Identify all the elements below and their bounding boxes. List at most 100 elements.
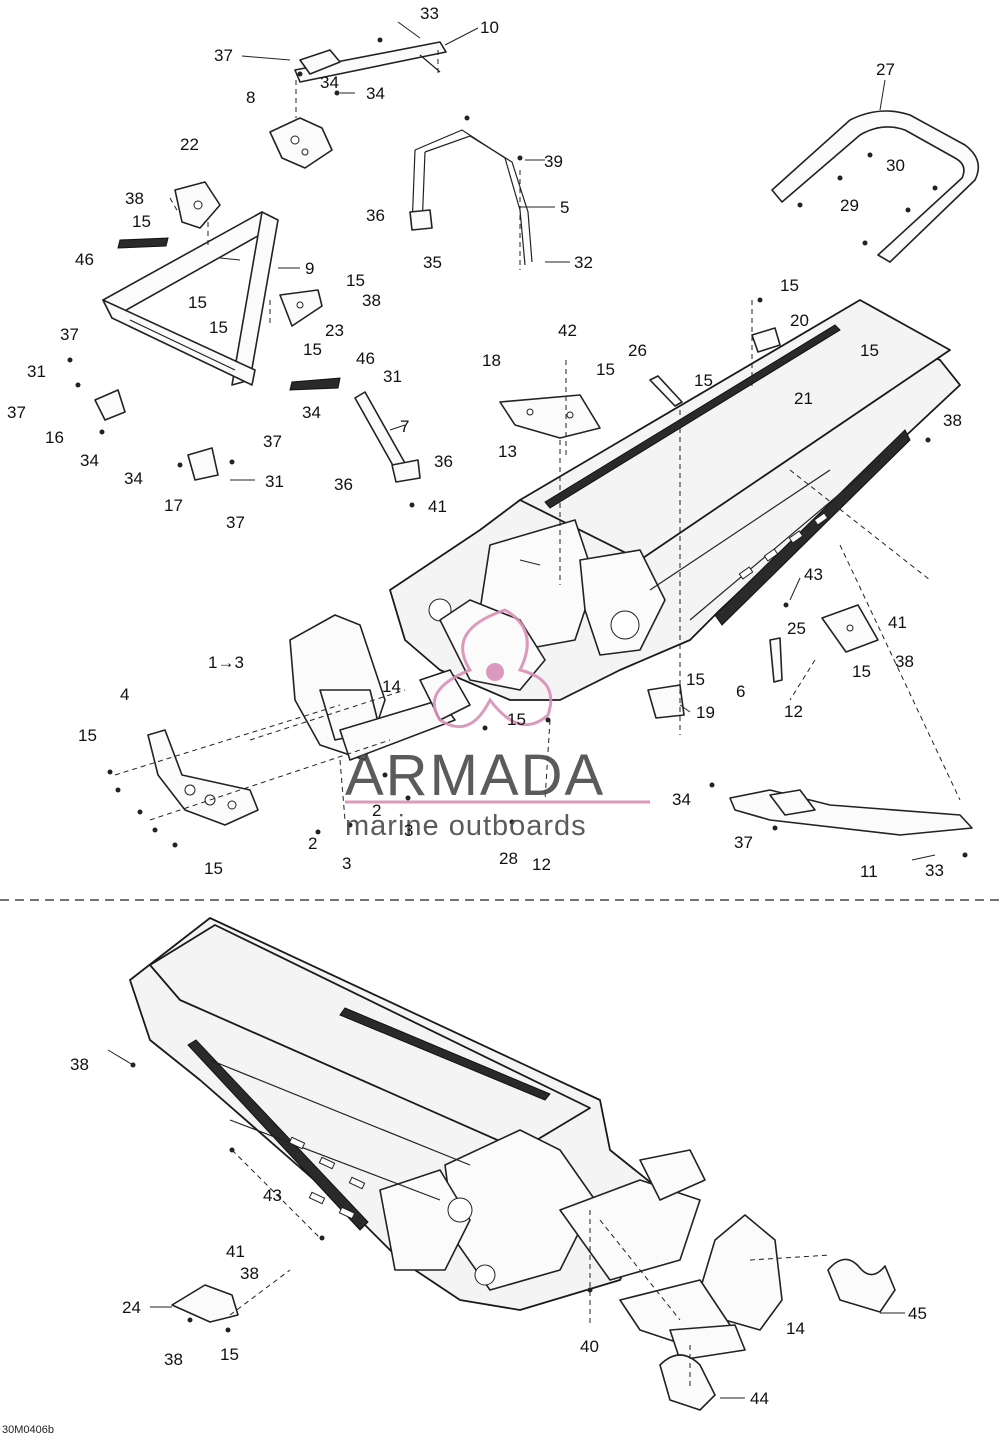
callout-label: 38 (895, 652, 914, 671)
armada-watermark: ARMADA marine outboards (345, 608, 650, 842)
callout-label: 5 (560, 198, 569, 217)
bracket-part-16 (67, 357, 126, 435)
callout-label: 26 (628, 341, 647, 360)
tunnel-chassis-bottom (129, 917, 706, 1311)
propeller-logo-icon (432, 608, 553, 729)
callout-label: 37 (7, 403, 26, 422)
bracket-part-20 (751, 327, 781, 353)
callout-label: 4 (120, 685, 129, 704)
callout-label: 15 (507, 710, 526, 729)
callout-label: 8 (246, 88, 255, 107)
assembly-leaders-bottom (107, 1049, 905, 1399)
callout-label: 21 (794, 389, 813, 408)
callout-label: 6 (736, 682, 745, 701)
callout-label: 15 (303, 340, 322, 359)
callout-label: 12 (784, 702, 803, 721)
callout-label: 36 (334, 475, 353, 494)
callout-label: 15 (694, 371, 713, 390)
callout-label: 34 (80, 451, 99, 470)
callout-label: 2 (308, 834, 317, 853)
callout-label: 37 (60, 325, 79, 344)
callout-label: 22 (180, 135, 199, 154)
assembly-leaders-top (114, 50, 961, 821)
callout-label: 3 (342, 854, 351, 873)
bracket-part-17 (177, 447, 235, 481)
brace-bar-part-11 (709, 782, 973, 858)
callout-label: 34 (366, 84, 385, 103)
callout-label: 15 (209, 318, 228, 337)
callout-label: 41 (428, 497, 447, 516)
watermark-tagline: marine outboards (345, 810, 587, 842)
bracket-part-6 (769, 637, 783, 683)
bracket-part-18 (499, 394, 601, 439)
callout-label: 37 (226, 513, 245, 532)
callout-label: 25 (787, 619, 806, 638)
callout-label: 12 (532, 855, 551, 874)
bracket-part-8 (269, 117, 333, 169)
callout-label: 35 (423, 253, 442, 272)
callout-label: 28 (499, 849, 518, 868)
callout-label: 15 (220, 1345, 239, 1364)
callout-label: 38 (70, 1055, 89, 1074)
front-bulkhead-part-14 (619, 1214, 783, 1361)
callout-label: 36 (434, 452, 453, 471)
callout-label: 14 (382, 677, 401, 696)
callout-label: 44 (750, 1389, 769, 1408)
callout-label: 19 (696, 703, 715, 722)
callout-label: 34 (672, 790, 691, 809)
callout-label: 42 (558, 321, 577, 340)
fasteners-top (107, 717, 551, 848)
side-plate-part-4 (147, 729, 259, 826)
callout-label: 45 (908, 1304, 927, 1323)
block-part-45 (827, 1258, 896, 1313)
callout-label: 17 (164, 496, 183, 515)
callout-label: 14 (786, 1319, 805, 1338)
callout-label: 34 (124, 469, 143, 488)
callout-label: 13 (498, 442, 517, 461)
callout-label: 15 (78, 726, 97, 745)
callout-label: 15 (780, 276, 799, 295)
callout-label: 41 (888, 613, 907, 632)
callout-label: 37 (263, 432, 282, 451)
callout-label: 9 (305, 259, 314, 278)
callout-label: 39 (544, 152, 563, 171)
pad-part-46-left (117, 237, 169, 249)
front-bulkhead-part-1-3 (289, 614, 471, 761)
block-part-44 (659, 1354, 716, 1411)
callout-label: 38 (362, 291, 381, 310)
callout-label: 18 (482, 351, 501, 370)
watermark-brand: ARMADA (345, 743, 605, 808)
bracket-part-23 (279, 289, 323, 327)
callout-label: 3 (404, 821, 413, 840)
callout-label: 11 (860, 862, 878, 881)
callout-label: 46 (356, 349, 375, 368)
callout-label: 41 (226, 1242, 245, 1261)
callout-label: 15 (188, 293, 207, 312)
callout-label: 30 (886, 156, 905, 175)
callout-label: 32 (574, 253, 593, 272)
callout-label: 36 (366, 206, 385, 225)
steering-support-part-5 (409, 115, 533, 266)
callout-label: 31 (27, 362, 46, 381)
footrest-part-24 (171, 1284, 239, 1333)
callout-label: 7 (400, 417, 409, 436)
a-frame-part-9 (102, 181, 279, 386)
callout-label: 34 (320, 73, 339, 92)
grab-handle-part-27 (771, 110, 980, 263)
footrest-bracket-part-25 (821, 604, 879, 653)
callout-label: 31 (265, 472, 284, 491)
callout-label: 46 (75, 250, 94, 269)
callout-label: 2 (372, 801, 381, 820)
callout-label: 38 (943, 411, 962, 430)
callout-label: 43 (263, 1186, 282, 1205)
rod-part-26 (649, 375, 683, 407)
callout-label: 15 (132, 212, 151, 231)
callout-label: 33 (925, 861, 944, 880)
callout-label: 15 (346, 271, 365, 290)
callout-label: 24 (122, 1298, 141, 1317)
callout-label: 38 (125, 189, 144, 208)
callout-label: 31 (383, 367, 402, 386)
pad-part-46-right (289, 377, 341, 391)
callout-label: 15 (686, 670, 705, 689)
